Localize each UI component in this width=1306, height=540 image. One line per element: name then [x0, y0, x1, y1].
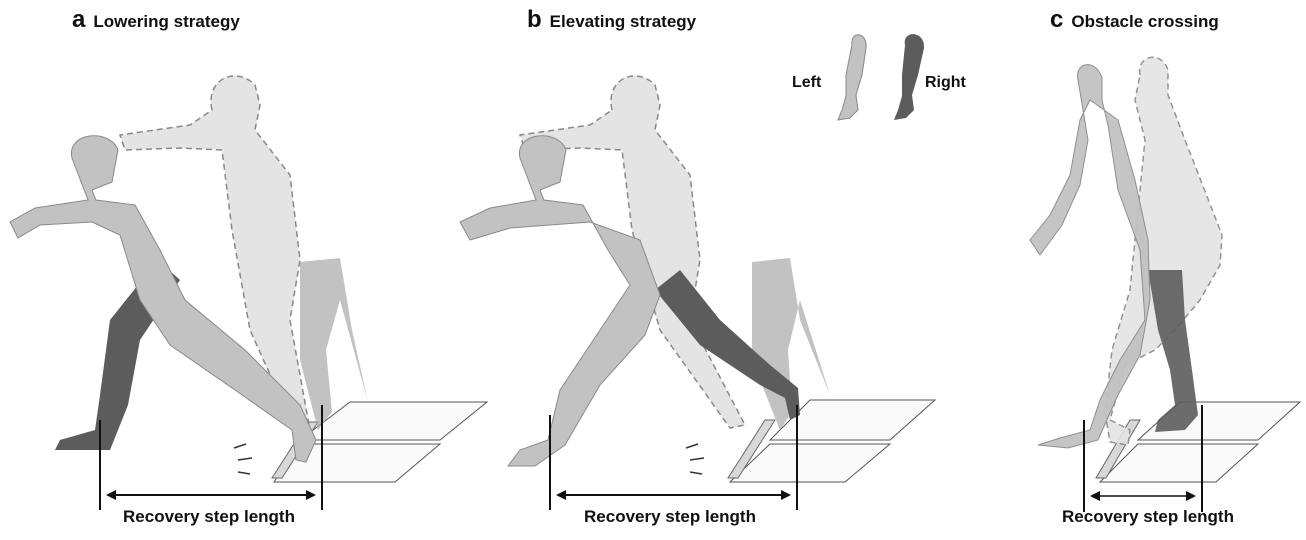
panel-b-title: b Elevating strategy	[527, 6, 696, 34]
panel-a-title-text: Lowering strategy	[93, 12, 239, 31]
panel-b-caption: Recovery step length	[584, 507, 756, 527]
panel-c-letter: c	[1050, 6, 1063, 33]
panel-b-impact-marks	[686, 444, 704, 474]
panel-b-title-text: Elevating strategy	[550, 12, 696, 31]
panel-a-impact-marks	[234, 444, 252, 474]
panel-c-caption: Recovery step length	[1062, 507, 1234, 527]
panel-c-platform	[1100, 402, 1300, 482]
legend-right-leg-swatch	[894, 34, 924, 120]
legend-left-leg-swatch	[838, 35, 866, 120]
legend	[838, 34, 924, 120]
panel-a-title: a Lowering strategy	[72, 6, 240, 34]
panel-c-title: c Obstacle crossing	[1050, 6, 1219, 34]
panel-c-illustration	[1030, 57, 1300, 512]
panel-b-letter: b	[527, 6, 542, 33]
panel-c-title-text: Obstacle crossing	[1071, 12, 1218, 31]
panel-a-caption: Recovery step length	[123, 507, 295, 527]
panel-a-illustration	[10, 76, 487, 510]
panel-a-letter: a	[72, 6, 85, 33]
legend-right-label: Right	[925, 74, 966, 92]
legend-left-label: Left	[792, 74, 821, 92]
panel-b-illustration	[460, 76, 935, 510]
